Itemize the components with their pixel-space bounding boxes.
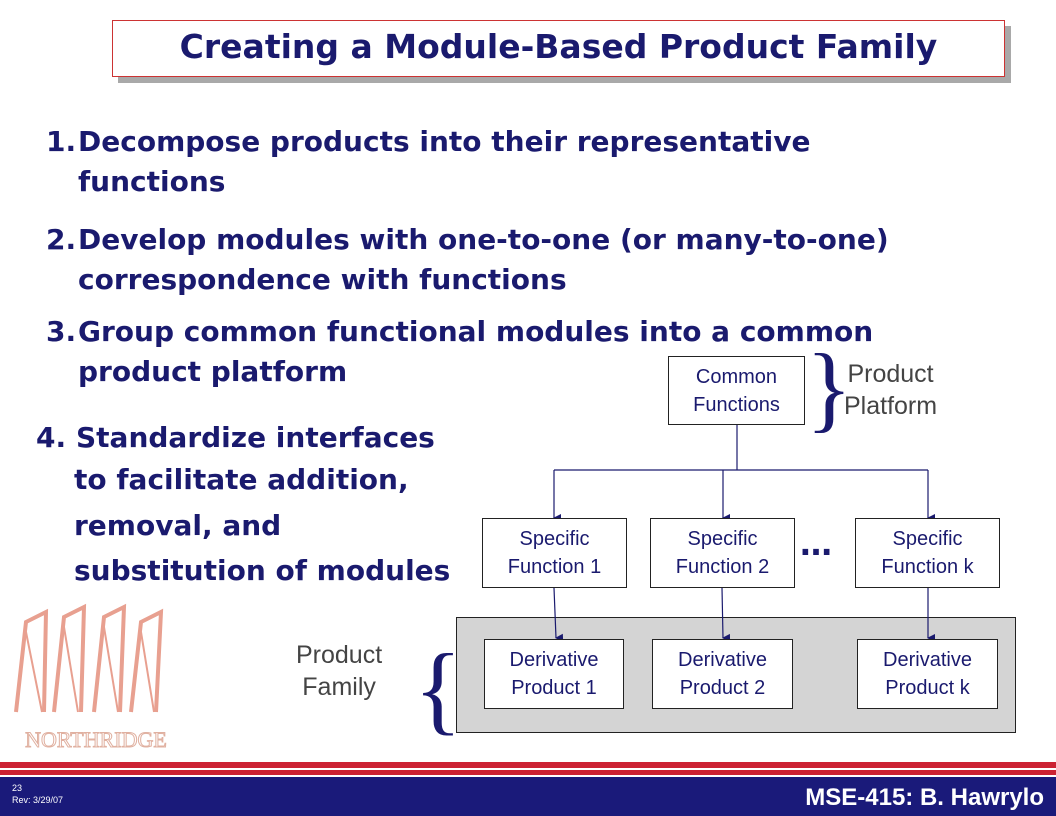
box-text: Functions [693, 393, 780, 416]
derivative-product-k-box: Derivative Product k [857, 639, 998, 709]
revision-date: Rev: 3/29/07 [12, 795, 64, 805]
step-text-line: Develop modules with one-to-one (or many… [78, 223, 889, 256]
connector-arrow-d2 [721, 587, 731, 642]
box-text: Function k [881, 556, 974, 578]
step-text-line: correspondence with functions [78, 263, 567, 296]
step-text-line: product platform [78, 355, 348, 388]
box-text: Function 1 [507, 556, 602, 578]
ellipsis: … [800, 525, 832, 563]
box-text: Derivative [509, 649, 599, 671]
box-text: Product 1 [511, 677, 597, 699]
step-text-line: to facilitate addition, [74, 463, 409, 496]
box-text: Specific [892, 528, 963, 550]
step-text-line: removal, and [74, 509, 282, 542]
footer-stripe-bottom [0, 770, 1056, 775]
box-text: Derivative [678, 649, 767, 671]
step-number: 2. [46, 223, 77, 256]
step-text-line: Standardize interfaces [76, 421, 435, 454]
step-number: 1. [46, 125, 77, 158]
specific-function-1-box: Specific Function 1 [482, 518, 627, 588]
step-text-line: Group common functional modules into a c… [78, 315, 874, 348]
slide-title: Creating a Module-Based Product Family [179, 27, 938, 66]
step-text-line: Decompose products into their representa… [78, 125, 811, 158]
common-functions-box: Common Functions [668, 356, 805, 425]
step-text-line: functions [78, 165, 226, 198]
box-text: Product 2 [679, 677, 766, 699]
logo-text: NORTHRIDGE [25, 727, 167, 752]
box-text: Specific [687, 528, 758, 550]
box-text: Function 2 [675, 556, 770, 578]
box-text: Specific [519, 528, 590, 550]
page-number: 23 [12, 783, 23, 793]
platform-brace: } [806, 334, 852, 441]
footer-stripe-top [0, 762, 1056, 768]
northridge-logo: NORTHRIDGE [14, 603, 167, 753]
family-brace: { [414, 633, 462, 744]
derivative-product-2-box: Derivative Product 2 [652, 639, 793, 709]
derivative-product-1-box: Derivative Product 1 [484, 639, 624, 709]
product-platform-label: Product Platform [844, 360, 938, 420]
footer-bar [0, 777, 1056, 816]
step-number: 4. [36, 421, 67, 454]
specific-function-2-box: Specific Function 2 [650, 518, 795, 588]
box-text: Common [695, 365, 778, 388]
specific-function-k-box: Specific Function k [855, 518, 1000, 588]
title-box: Creating a Module-Based Product Family [112, 20, 1005, 77]
box-text: Product k [885, 677, 970, 699]
step-text-line: substitution of modules [74, 554, 451, 587]
course-author: MSE-415: B. Hawrylo [805, 784, 1044, 811]
connector-arrow-d1 [553, 587, 564, 642]
box-text: Derivative [883, 649, 972, 671]
product-family-label: Product Family [296, 641, 383, 701]
step-number: 3. [46, 315, 77, 348]
